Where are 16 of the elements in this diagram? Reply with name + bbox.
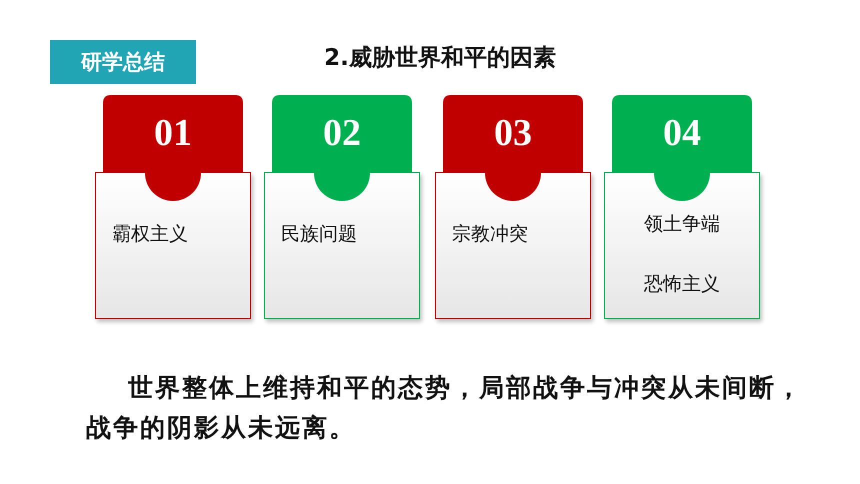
card-number: 02 <box>323 111 361 155</box>
diagram-title: 2.威胁世界和平的因素 <box>323 44 557 73</box>
card-number: 03 <box>494 111 532 155</box>
factor-card <box>264 172 420 319</box>
factor-text: 恐怖主义 <box>644 272 720 297</box>
factor-text: 民族问题 <box>281 222 357 247</box>
factor-card <box>604 172 760 319</box>
card-number: 01 <box>154 111 192 155</box>
factor-card <box>435 172 591 319</box>
card-number: 04 <box>663 111 701 155</box>
factor-text: 领土争端 <box>644 212 720 237</box>
title-badge: 研学总结 <box>50 40 196 84</box>
summary-paragraph: 世界整体上维持和平的态势，局部战争与冲突从未间断，战争的阴影从未远离。 <box>86 372 804 444</box>
factor-text: 霸权主义 <box>112 222 188 247</box>
factor-text: 宗教冲突 <box>452 222 528 247</box>
factor-card <box>95 172 251 319</box>
